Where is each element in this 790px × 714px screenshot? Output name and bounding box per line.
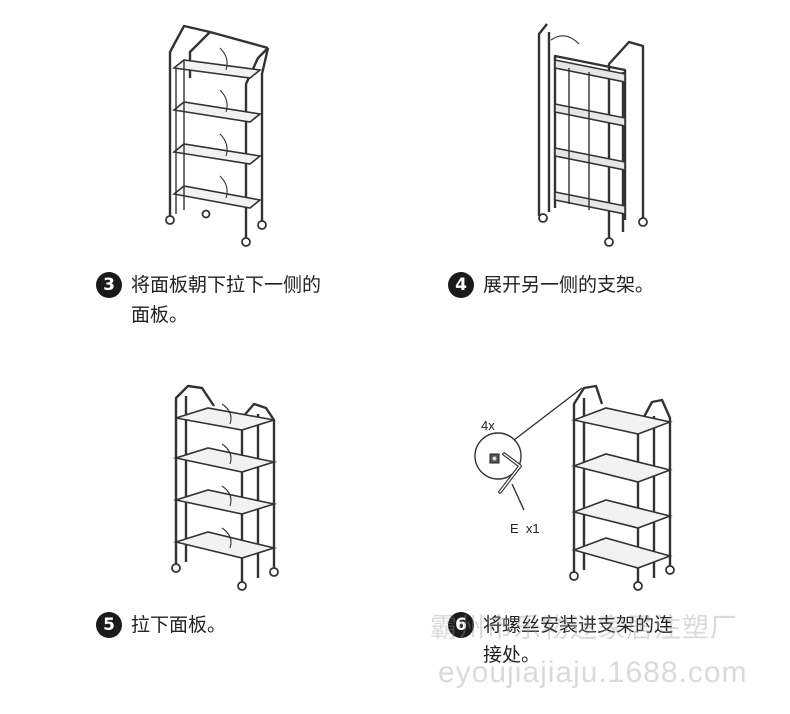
step-number-badge: 3: [96, 272, 122, 298]
screw-quantity-label: 4x: [481, 418, 495, 433]
shelf-illustration-step-5: [171, 384, 279, 591]
step-6-instruction: 6 将螺丝安装进支架的连 接处。: [448, 610, 673, 670]
step-number-badge: 4: [448, 272, 474, 298]
step-text: 将螺丝安装进支架的连 接处。: [483, 614, 674, 666]
step-text: 拉下面板。: [131, 614, 227, 636]
step-number-badge: 6: [448, 612, 474, 638]
step-text: 将面板朝下拉下一侧的 面板。: [131, 274, 322, 326]
shelf-illustration-step-3: [165, 24, 270, 247]
shelf-illustration-step-4: [537, 23, 648, 247]
step-number-badge: 5: [96, 612, 122, 638]
step-5-instruction: 5 拉下面板。: [96, 610, 226, 640]
hex-key-label: E x1: [510, 521, 540, 536]
step-text: 展开另一侧的支架。: [483, 274, 655, 296]
step-4-instruction: 4 展开另一侧的支架。: [448, 270, 654, 300]
shelf-illustration-step-6: [474, 384, 675, 591]
step-3-instruction: 3 将面板朝下拉下一侧的 面板。: [96, 270, 321, 330]
